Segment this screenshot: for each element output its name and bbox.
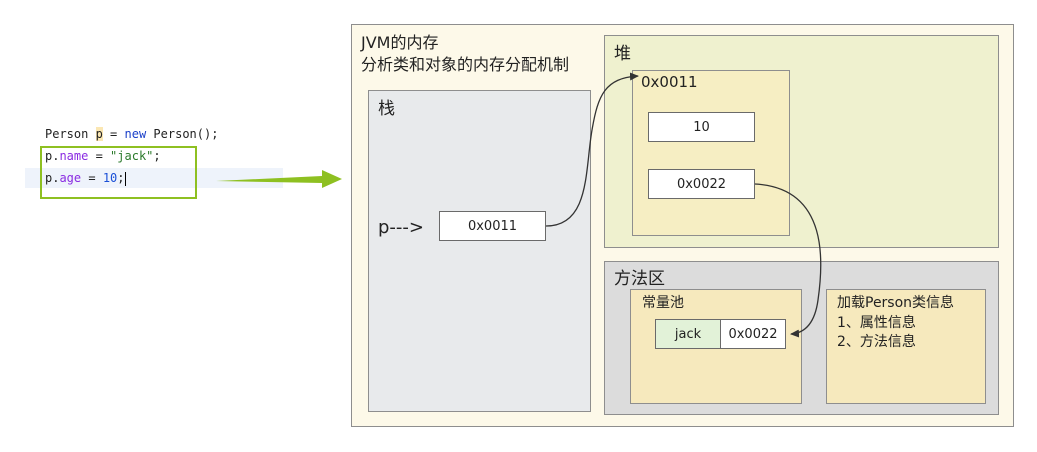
heap-name-ref-cell: 0x0022 <box>648 169 755 199</box>
code-keyword-new: new <box>124 127 147 141</box>
code-semicolon: ; <box>153 149 161 163</box>
code-var: p <box>95 127 103 141</box>
code-snippet: Person p = new Person(); p.name = "jack"… <box>0 0 1037 186</box>
stack-title: 栈 <box>378 99 395 119</box>
class-info-item-1: 1、属性信息 <box>837 315 916 331</box>
stack-area <box>368 90 591 412</box>
code-line-3: p.age = 10; <box>45 168 126 188</box>
code-field-name: name <box>59 149 89 163</box>
heap-title: 堆 <box>614 44 631 64</box>
code-number-literal: 10 <box>102 171 118 185</box>
code-type: Person <box>45 127 89 141</box>
code-selection-box <box>40 146 197 199</box>
code-semicolon: ; <box>117 171 125 185</box>
jvm-subtitle: 分析类和对象的内存分配机制 <box>361 55 570 74</box>
constant-pool-title: 常量池 <box>642 295 684 311</box>
pool-address-cell: 0x0022 <box>720 319 786 349</box>
green-arrow-icon <box>216 170 342 188</box>
class-info-title: 加载Person类信息 <box>837 295 955 311</box>
code-string-literal: "jack" <box>110 149 154 163</box>
code-field-age: age <box>59 171 82 185</box>
heap-object-address: 0x0011 <box>641 73 698 91</box>
current-line-highlight <box>25 168 283 188</box>
code-eq: = <box>102 127 125 141</box>
stack-ref-cell: 0x0011 <box>439 211 546 241</box>
text-caret <box>124 171 126 186</box>
code-obj: p. <box>45 149 60 163</box>
jvm-title: JVM的内存 <box>361 33 439 52</box>
heap-age-cell: 10 <box>648 112 755 142</box>
code-ctor: Person(); <box>146 127 219 141</box>
code-eq: = <box>81 171 103 185</box>
code-eq: = <box>88 149 111 163</box>
pool-string-cell: jack <box>655 319 721 349</box>
stack-var-label: p---> <box>378 217 424 238</box>
heap-object <box>632 70 790 236</box>
code-obj: p. <box>45 171 60 185</box>
class-info <box>826 289 986 404</box>
method-area-title: 方法区 <box>614 269 665 289</box>
class-info-item-2: 2、方法信息 <box>837 334 916 350</box>
code-line-1: Person p = new Person(); <box>45 124 218 144</box>
code-line-2: p.name = "jack"; <box>45 146 161 166</box>
